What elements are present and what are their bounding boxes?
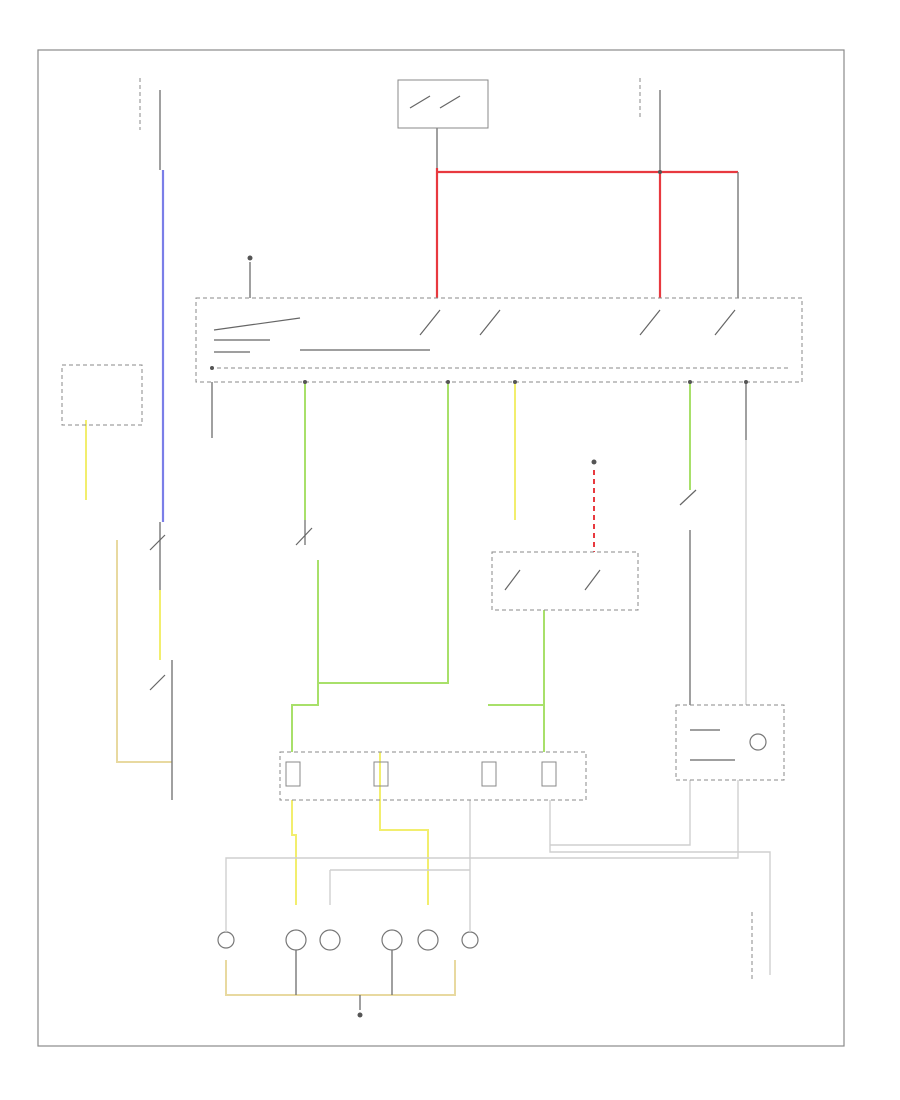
plain-wires bbox=[159, 90, 771, 1010]
left-relay-dashed bbox=[61, 364, 143, 426]
red-wires bbox=[435, 168, 738, 552]
diagram-frame bbox=[37, 49, 845, 1047]
tan-wires bbox=[116, 540, 456, 996]
headlight-switch-module bbox=[195, 297, 803, 383]
ground-symbols bbox=[247, 255, 597, 1018]
dimmer-relay-box bbox=[491, 551, 639, 611]
ignition-switch-box bbox=[397, 79, 489, 129]
fuses bbox=[285, 761, 557, 787]
fuse-block bbox=[279, 751, 587, 801]
yellow-wires bbox=[85, 382, 516, 905]
headlamp-bulbs bbox=[217, 929, 479, 951]
daytime-running-light-relay bbox=[675, 704, 785, 781]
green-wires bbox=[291, 382, 691, 752]
